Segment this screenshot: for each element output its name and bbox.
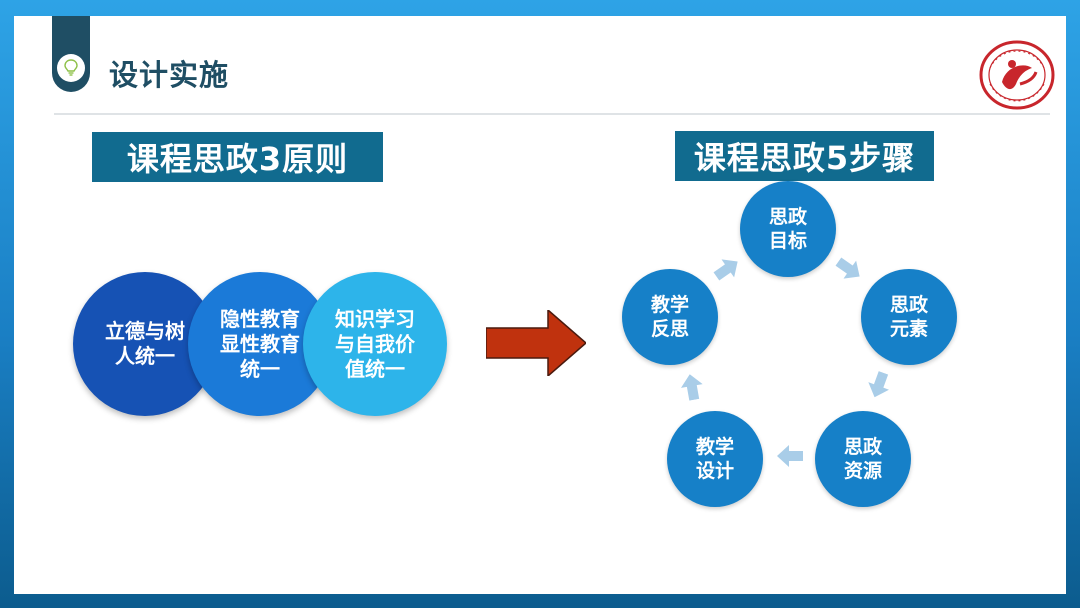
chevron-arrow-icon [868, 371, 889, 398]
university-seal-logo [976, 38, 1058, 112]
step-circle-goal: 思政 目标 [740, 181, 836, 277]
step-circle-elements: 思政 元素 [861, 269, 957, 365]
lightbulb-icon [57, 54, 85, 82]
principle-label-1: 立德与树 人统一 [105, 319, 185, 368]
step-label-design: 教学 设计 [695, 436, 734, 482]
title-divider [54, 113, 1050, 115]
step-circle-resources: 思政 资源 [815, 411, 911, 507]
principle-label-3: 知识学习 与自我价 值统一 [335, 306, 415, 381]
chevron-arrow-icon [835, 257, 860, 279]
step-circle-design: 教学 设计 [667, 411, 763, 507]
page-title: 设计实施 [109, 58, 230, 92]
chevron-arrow-icon [680, 374, 703, 401]
step-label-elements: 思政 元素 [889, 294, 928, 340]
chevron-arrow-icon [713, 259, 738, 281]
step-circle-reflection: 教学 反思 [622, 269, 718, 365]
steps-heading: 课程思政5步骤 [675, 131, 934, 181]
title-tab [52, 16, 90, 92]
principles-heading: 课程思政3原则 [92, 132, 383, 182]
right-arrow-icon [486, 310, 586, 376]
step-label-reflection: 教学 反思 [650, 294, 689, 340]
step-label-resources: 思政 资源 [843, 436, 882, 482]
chevron-arrow-icon [777, 445, 803, 467]
principle-label-2: 隐性教育 显性教育 统一 [220, 306, 300, 381]
step-label-goal: 思政 目标 [768, 206, 807, 252]
principle-circle-2: 隐性教育 显性教育 统一 [188, 272, 332, 416]
principle-circle-3: 知识学习 与自我价 值统一 [303, 272, 447, 416]
